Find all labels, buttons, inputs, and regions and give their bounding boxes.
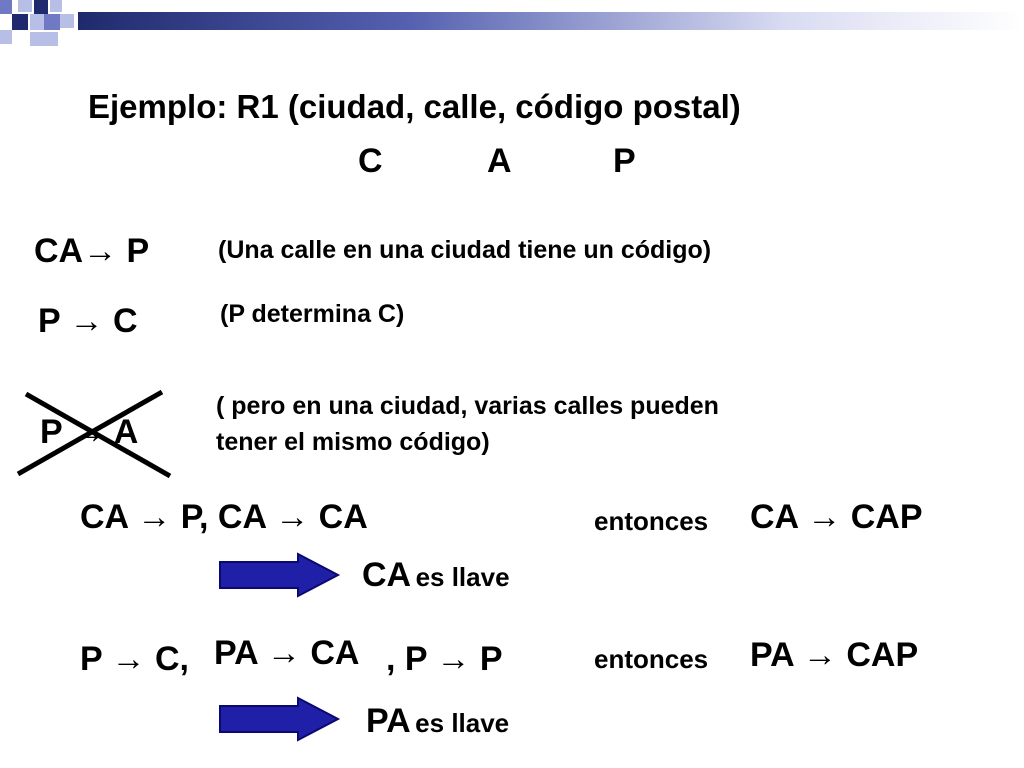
row2-dep-p-c: P → C, [80, 640, 189, 678]
row2-key: PA [366, 702, 411, 740]
attr-letter-c: C [358, 142, 383, 180]
row2-key-suffix: es llave [415, 708, 510, 738]
right-arrow-icon [219, 696, 341, 742]
slide-title: Ejemplo: R1 (ciudad, calle, código posta… [88, 88, 741, 125]
invalid-note-line2: tener el mismo código) [216, 428, 490, 456]
dependency-p-c-note: (P determina C) [220, 300, 405, 328]
row1-result: CA → CAP [750, 498, 923, 536]
dependency-ca-p-note: (Una calle en una ciudad tiene un código… [218, 236, 712, 264]
row2-result: PA → CAP [750, 636, 919, 674]
cross-out-mark [16, 389, 172, 479]
attr-letter-p: P [613, 142, 636, 180]
row1-entonces: entonces [594, 506, 709, 536]
row1-key-suffix: es llave [415, 562, 510, 592]
invalid-note-line1: ( pero en una ciudad, varias calles pued… [216, 392, 719, 420]
right-arrow-icon [219, 552, 341, 598]
attr-letter-a: A [487, 142, 512, 180]
dependency-p-c: P → C [38, 302, 138, 340]
row1-dependencies: CA → P, CA → CA [80, 498, 368, 536]
row2-dep-pa-ca: PA → CA [214, 634, 360, 672]
dependency-ca-p: CA→ P [34, 232, 150, 270]
row1-key: CA [362, 556, 412, 594]
row2-dep-p-p: , P → P [386, 640, 503, 678]
header-decoration [0, 0, 1024, 46]
row2-key-statement: PA es llave [366, 702, 509, 741]
row1-key-statement: CA es llave [362, 556, 510, 595]
row2-entonces: entonces [594, 644, 709, 674]
